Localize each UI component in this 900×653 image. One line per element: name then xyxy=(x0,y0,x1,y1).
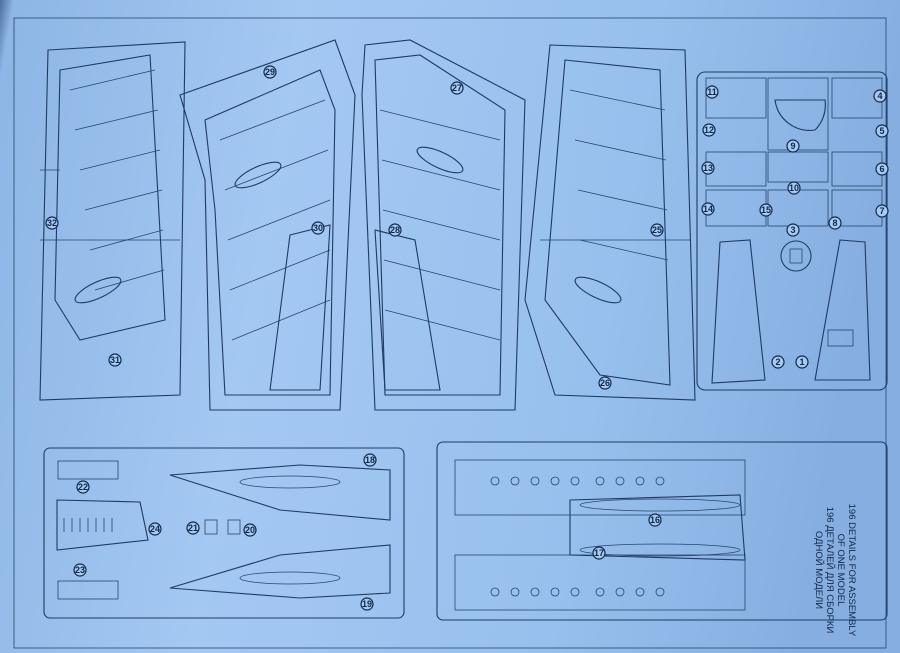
part-number: 26 xyxy=(598,376,612,390)
caption-line: 196 ДЕТАЛЕЙ ДЛЯ СБОРКИ xyxy=(824,506,835,634)
parts-count-caption: 196 DETAILS FOR ASSEMBLY OF ONE MODEL 19… xyxy=(813,495,857,645)
part-number: 9 xyxy=(786,139,800,153)
sprue-wing-left-inner xyxy=(179,39,356,411)
sprue-nacelles xyxy=(43,447,405,619)
part-number: 11 xyxy=(705,85,719,99)
part-number: 31 xyxy=(108,353,122,367)
part-number: 19 xyxy=(360,597,374,611)
part-number: 21 xyxy=(186,521,200,535)
page-border xyxy=(13,17,887,649)
svg-text:8: 8 xyxy=(832,218,837,228)
svg-text:10: 10 xyxy=(789,183,799,193)
part-number: 28 xyxy=(388,223,402,237)
caption-line: 196 DETAILS FOR ASSEMBLY xyxy=(846,503,857,637)
svg-text:12: 12 xyxy=(704,125,714,135)
part-number: 32 xyxy=(45,216,59,230)
svg-text:28: 28 xyxy=(390,225,400,235)
svg-text:18: 18 xyxy=(365,455,375,465)
svg-text:22: 22 xyxy=(78,482,88,492)
part-number: 15 xyxy=(759,203,773,217)
part-number: 12 xyxy=(702,123,716,137)
part-number: 30 xyxy=(311,221,325,235)
svg-text:17: 17 xyxy=(594,548,604,558)
sprue-fuselage xyxy=(436,441,888,621)
svg-text:26: 26 xyxy=(600,378,610,388)
part-number: 24 xyxy=(148,522,162,536)
part-number: 7 xyxy=(875,204,889,218)
svg-text:21: 21 xyxy=(188,523,198,533)
svg-text:16: 16 xyxy=(650,515,660,525)
svg-text:9: 9 xyxy=(790,141,795,151)
part-number: 10 xyxy=(787,181,801,195)
part-number: 4 xyxy=(873,89,887,103)
svg-text:19: 19 xyxy=(362,599,372,609)
svg-text:11: 11 xyxy=(707,87,717,97)
svg-text:31: 31 xyxy=(110,355,120,365)
part-number: 13 xyxy=(701,161,715,175)
svg-text:14: 14 xyxy=(703,204,713,214)
part-number: 29 xyxy=(263,65,277,79)
part-number: 2 xyxy=(771,355,785,369)
sprue-wing-right-inner xyxy=(361,39,526,411)
sprue-wing-right-outer xyxy=(524,44,696,401)
part-number: 23 xyxy=(73,563,87,577)
part-number: 8 xyxy=(828,216,842,230)
part-number: 17 xyxy=(592,546,606,560)
svg-text:32: 32 xyxy=(47,218,57,228)
svg-text:20: 20 xyxy=(245,525,255,535)
svg-text:3: 3 xyxy=(790,225,795,235)
part-number: 18 xyxy=(363,453,377,467)
part-number: 1 xyxy=(795,355,809,369)
svg-text:27: 27 xyxy=(452,83,462,93)
part-number: 6 xyxy=(875,162,889,176)
part-number: 22 xyxy=(76,480,90,494)
svg-text:25: 25 xyxy=(652,225,662,235)
part-number: 3 xyxy=(786,223,800,237)
svg-text:24: 24 xyxy=(150,524,160,534)
part-number: 5 xyxy=(875,124,889,138)
svg-text:1: 1 xyxy=(799,357,804,367)
svg-text:7: 7 xyxy=(879,206,884,216)
svg-text:2: 2 xyxy=(775,357,780,367)
part-number: 25 xyxy=(650,223,664,237)
svg-text:15: 15 xyxy=(761,205,771,215)
part-number: 14 xyxy=(701,202,715,216)
part-number: 27 xyxy=(450,81,464,95)
svg-text:6: 6 xyxy=(879,164,884,174)
svg-text:29: 29 xyxy=(265,67,275,77)
svg-text:30: 30 xyxy=(313,223,323,233)
sprue-wing-left-outer xyxy=(39,41,186,401)
svg-text:23: 23 xyxy=(75,565,85,575)
caption-line: ОДНОЙ МОДЕЛИ xyxy=(813,530,824,610)
svg-text:4: 4 xyxy=(877,91,882,101)
part-number: 16 xyxy=(648,513,662,527)
svg-text:5: 5 xyxy=(879,126,884,136)
part-number: 20 xyxy=(243,523,257,537)
caption-line: OF ONE MODEL xyxy=(835,533,846,607)
svg-text:13: 13 xyxy=(703,163,713,173)
